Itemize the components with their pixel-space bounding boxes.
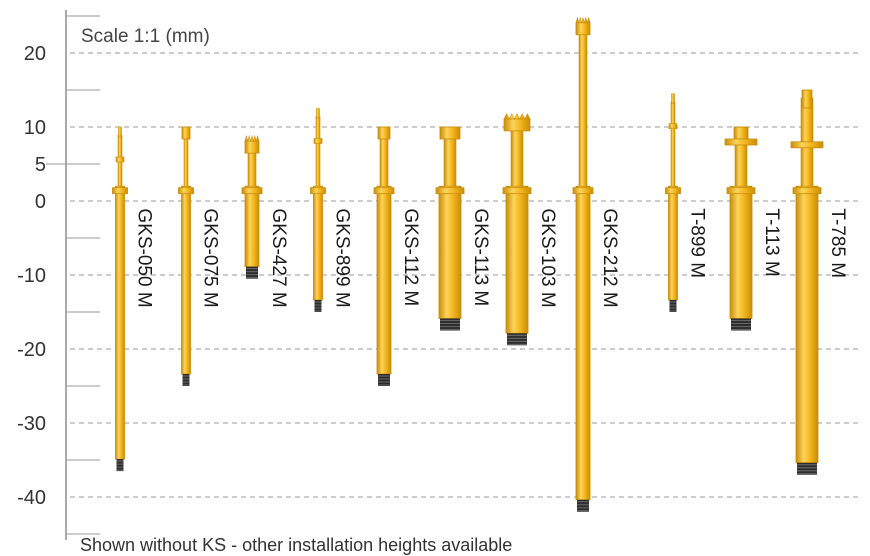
crown-teeth [503, 113, 531, 120]
scale-note: Scale 1:1 (mm) [81, 26, 210, 47]
probe-label: T-899 M [687, 208, 708, 278]
probe-label: GKS-113 M [470, 208, 491, 306]
probe-collar [241, 187, 263, 195]
probe-plunger [510, 123, 524, 187]
tick-label: 20 [24, 43, 46, 65]
crown-head [575, 22, 591, 36]
tick-label: -10 [17, 265, 46, 287]
probe-plunger [379, 134, 389, 187]
probe-thread [577, 499, 589, 512]
probe-label: GKS-050 M [134, 208, 155, 307]
needle-tip [118, 126, 122, 138]
probe-thread [116, 459, 124, 472]
probe-plunger [315, 116, 321, 187]
flange-plate [724, 138, 758, 146]
probe-t-785-m: T-785 M [790, 89, 848, 475]
flat-head [181, 126, 191, 140]
probe-label: GKS-427 M [268, 208, 289, 307]
probe-gks-050-m: GKS-050 M [112, 126, 155, 472]
needle-ring [668, 123, 678, 129]
flange-plate [790, 141, 824, 149]
probe-label: GKS-212 M [599, 208, 620, 307]
probe-collar [435, 187, 465, 195]
probe-collar [373, 187, 395, 195]
probe-body [668, 185, 678, 301]
probe-body [181, 185, 191, 375]
probe-body [313, 185, 323, 301]
probe-t-899-m: T-899 M [665, 93, 708, 312]
probe-thread [731, 318, 751, 331]
needle-tip [316, 108, 320, 119]
probe-thread [797, 462, 817, 475]
needle-ring [115, 156, 125, 163]
crown-teeth [244, 134, 260, 143]
probes: GKS-050 M GKS-075 M GKS-427 M GKS-899 M GKS-… [112, 16, 848, 512]
tick-label: -30 [17, 413, 46, 435]
probe-thread [669, 300, 677, 312]
footer-note: Shown without KS - other installation he… [80, 535, 512, 555]
probe-plunger [578, 27, 588, 187]
probe-gks-212-m: GKS-212 M [572, 16, 620, 512]
needle-tip [671, 93, 675, 104]
flat-head [377, 126, 391, 140]
probe-body [438, 185, 462, 319]
needle-ring [313, 138, 323, 144]
probe-gks-899-m: GKS-899 M [310, 108, 353, 312]
probe-gks-427-m: GKS-427 M [241, 134, 289, 308]
probe-body [575, 185, 591, 501]
tick-label: 5 [35, 154, 46, 176]
tick-label: -20 [17, 339, 46, 361]
probe-plunger [443, 134, 457, 187]
probe-collar [112, 187, 128, 195]
probe-label: GKS-112 M [400, 208, 421, 306]
probe-gks-113-m: GKS-113 M [435, 126, 491, 331]
probe-gks-075-m: GKS-075 M [178, 126, 221, 386]
tick-label: 10 [24, 117, 46, 139]
tip-cap [801, 89, 813, 109]
probe-collar [572, 187, 594, 195]
probe-label: T-113 M [761, 208, 782, 276]
probe-plunger [670, 101, 676, 187]
probe-plunger [183, 134, 189, 187]
probe-label: GKS-103 M [537, 208, 558, 307]
tick-label: -40 [17, 487, 46, 509]
probe-body [505, 185, 529, 334]
probe-label: GKS-899 M [332, 208, 353, 307]
probe-collar [502, 187, 532, 195]
crown-teeth [575, 16, 591, 24]
y-axis: 20 10 5 0 -10 -20 -30 -40 [17, 10, 100, 540]
probe-gks-103-m: GKS-103 M [502, 113, 558, 346]
probe-collar [178, 187, 194, 195]
crown-head [503, 118, 531, 132]
crown-head [244, 140, 260, 154]
probe-thread [378, 374, 390, 386]
probe-body [795, 185, 819, 464]
tick-label: 0 [35, 191, 46, 213]
probe-thread [314, 300, 322, 312]
probe-body [244, 185, 260, 268]
probe-thread [246, 266, 258, 279]
probe-t-113-m: T-113 M [724, 126, 782, 331]
probe-body [376, 185, 392, 375]
probe-label: T-785 M [827, 208, 848, 278]
probe-body [729, 185, 753, 319]
probe-thread [182, 374, 190, 386]
probe-collar [310, 187, 326, 195]
flat-head [439, 126, 461, 140]
probe-collar [726, 187, 756, 195]
probe-thread [507, 333, 527, 346]
probe-collar [665, 187, 681, 195]
probe-collar [792, 187, 822, 195]
probe-label: GKS-075 M [200, 208, 221, 307]
probe-body [115, 185, 125, 460]
probe-gks-112-m: GKS-112 M [373, 126, 421, 386]
probe-thread [440, 318, 460, 331]
